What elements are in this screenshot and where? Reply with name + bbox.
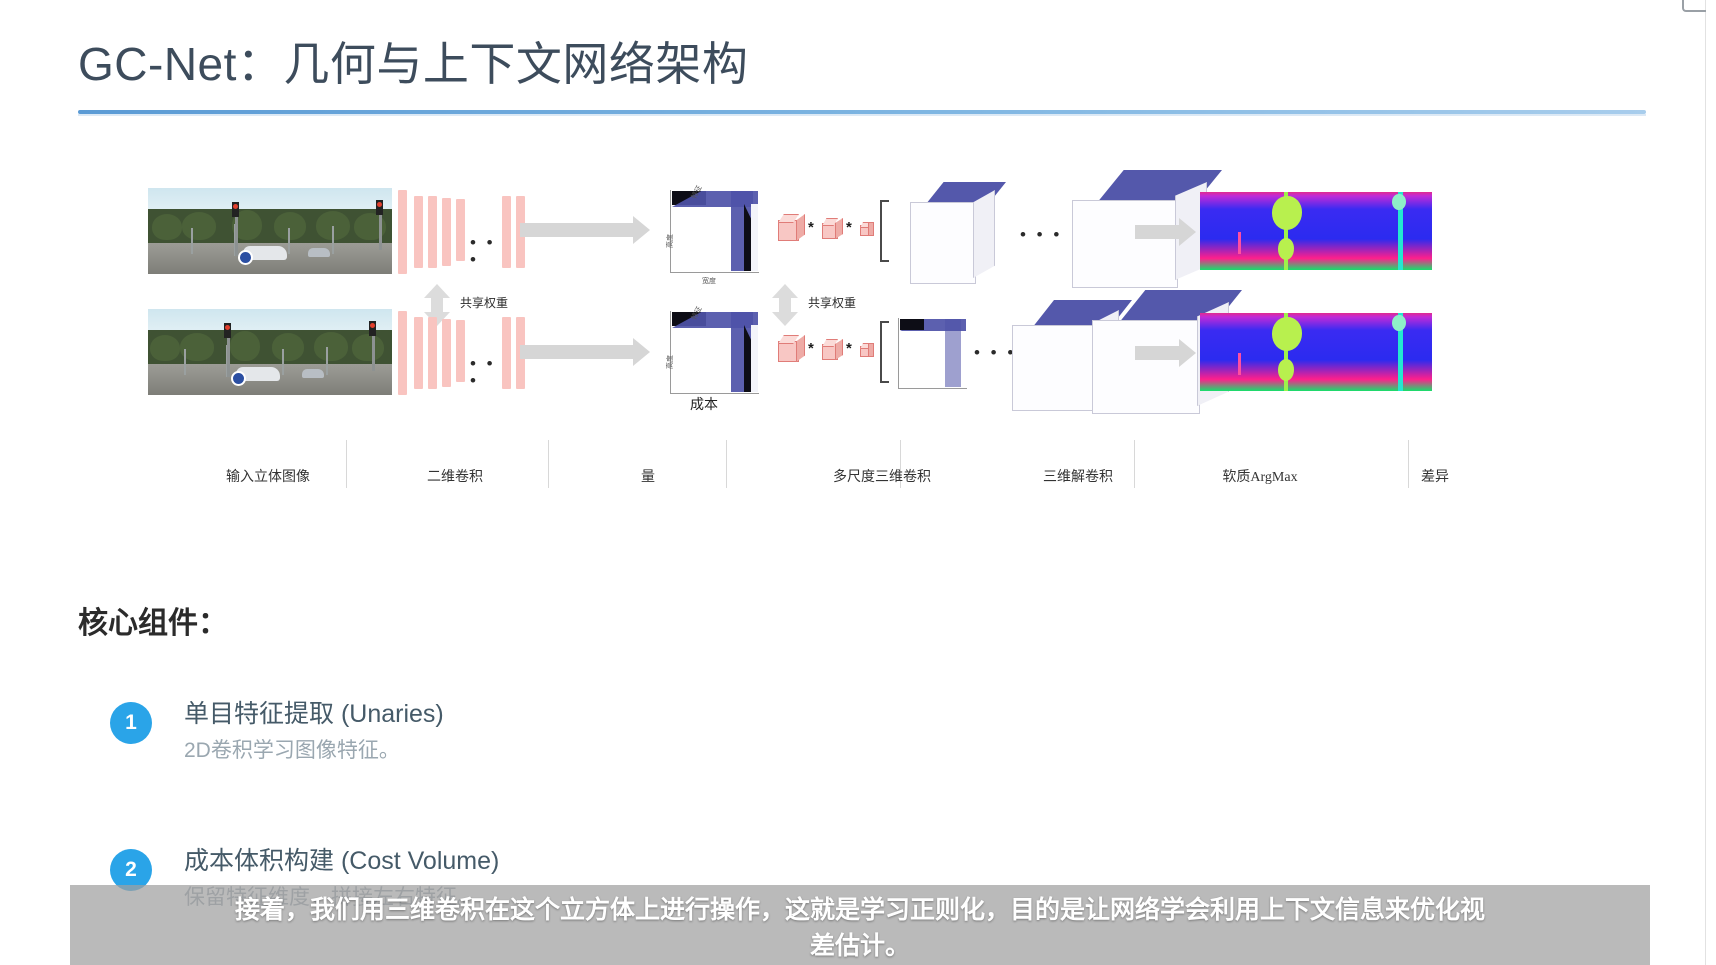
conv3d-cube-top-2 [822,218,843,239]
caption-divider [1408,440,1409,488]
axis-label-height-top: 高度 [666,234,674,248]
conv3d-cube-bottom-3 [860,343,874,357]
presentation-slide: GC-Net：几何与上下文网络架构 [0,6,1700,965]
subtitle-overlay: 接着，我们用三维卷积在这个立方体上进行操作，这就是学习正则化，目的是让网络学会利… [70,885,1650,965]
subtitle-line-2: 差估计。 [809,932,910,960]
caption-conv2d: 二维卷积 [427,470,483,485]
core-components-heading: 核心组件： [78,607,228,640]
caption-divider [726,440,727,488]
caption-cost-volume: 量 [641,470,655,485]
conv-operator-top-2: * [846,219,852,236]
flow-arrow-bottom-2 [1135,339,1196,367]
caption-divider [1134,440,1135,488]
axis-label-height-bottom: 高度 [666,355,674,369]
deconv3d-cube-top-1 [910,182,1006,284]
conv3d-cube-top-1 [778,214,805,241]
group-bracket-bottom [880,321,889,383]
caption-multiscale-conv3d: 多尺度三维卷积 [833,470,931,485]
diagram-caption-row: 输入立体图像 二维卷积 量 多尺度三维卷积 三维解卷积 软质ArgMax 差异 [130,440,1530,498]
window-right-edge [1705,0,1716,965]
flow-arrow-bottom-1 [520,338,650,366]
window-corner-notch [1682,0,1706,12]
flow-arrow-top-2 [1135,218,1196,246]
core-component-desc-1: 2D卷积学习图像特征。 [184,739,400,762]
caption-soft-argmax: 软质ArgMax [1222,470,1298,485]
caption-deconv3d: 三维解卷积 [1043,470,1113,485]
shared-weights-label-conv: 共享权重 [460,296,509,310]
caption-disparity: 差异 [1421,470,1449,485]
ellipsis-conv-bottom: • • • [470,354,496,390]
flow-arrow-top-1 [520,216,650,244]
conv2d-stack-bottom: • • • [398,311,525,395]
group-bracket-top [880,200,889,262]
subtitle-line-1: 接着，我们用三维卷积在这个立方体上进行操作，这就是学习正则化，目的是让网络学会利… [234,896,1485,924]
core-component-item-1: 1 单目特征提取 (Unaries) 2D卷积学习图像特征。 [110,688,1010,768]
conv3d-cube-bottom-2 [822,339,843,360]
shared-weights-arrow-conv3d [772,284,798,326]
cost-volume-panel-bottom: 特征 高度 [666,305,759,394]
axis-label-width-top: 宽度 [702,277,716,285]
cost-volume-panel-mid [898,318,967,389]
ellipsis-conv-top: • • • [470,233,496,269]
core-component-title-1: 单目特征提取 (Unaries) [184,700,444,728]
page-title: GC-Net：几何与上下文网络架构 [78,38,749,90]
caption-divider [346,440,347,488]
stereo-input-image-right [148,309,392,395]
conv2d-stack-top: • • • [398,190,525,274]
shared-weights-label-conv3d: 共享权重 [808,296,857,310]
conv-operator-top-1: * [808,219,814,236]
core-component-badge-2: 2 [110,849,152,891]
ellipsis-cube-top: • • • [1020,225,1063,244]
conv3d-cube-bottom-1 [778,335,805,362]
conv3d-cube-top-3 [860,222,874,236]
caption-divider [548,440,549,488]
architecture-diagram: • • • 特征 高度 宽度 [130,166,1530,486]
caption-stereo-input: 输入立体图像 [226,470,310,485]
core-component-title-2: 成本体积构建 (Cost Volume) [184,847,500,875]
conv-operator-bottom-1: * [808,340,814,357]
stereo-input-image-left [148,188,392,274]
title-divider [78,110,1646,114]
ellipsis-cube-bottom: • • • [974,343,1017,362]
title-divider-shadow [78,114,1646,116]
cost-volume-panel-top: 特征 高度 [666,184,759,273]
core-component-badge-1: 1 [110,702,152,744]
conv-operator-bottom-2: * [846,340,852,357]
disparity-output-bottom [1200,313,1432,391]
caption-divider [900,440,901,488]
axis-label-cost: 成本 [690,398,718,413]
disparity-output-top [1200,192,1432,270]
